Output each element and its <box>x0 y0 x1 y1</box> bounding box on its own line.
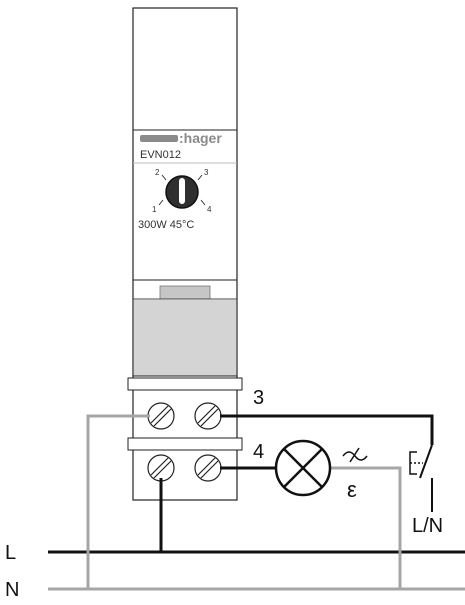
lamp-symbol <box>274 439 332 497</box>
live-label: L <box>5 542 16 564</box>
dial-mark-1: 1 <box>152 205 157 214</box>
dial-tick-1 <box>158 199 164 206</box>
device-body <box>132 7 238 501</box>
screw-terminal-4[interactable] <box>194 454 222 482</box>
terminal-label-3: 3 <box>253 387 264 409</box>
neutral-wire-device <box>86 414 150 589</box>
device-window <box>134 300 236 376</box>
dial-mark-4: 4 <box>207 205 212 214</box>
latch-slot <box>159 285 211 300</box>
brand-logo-bar <box>140 135 178 142</box>
dial-mark-2: 2 <box>155 168 160 177</box>
screw-terminal-1[interactable] <box>147 402 175 430</box>
dial-tick-2 <box>161 174 167 181</box>
twilight-icon-slash <box>349 447 360 463</box>
terminal-label-4: 4 <box>253 441 264 463</box>
power-rating: 300W 45°C <box>138 219 194 231</box>
terminal-top-step <box>127 377 243 391</box>
neutral-label: N <box>5 579 19 600</box>
twilight-icon <box>342 451 368 461</box>
switch-feed-label: L/N <box>412 515 443 537</box>
terminal-mid-step <box>127 437 243 451</box>
dial-pointer[interactable] <box>179 178 185 204</box>
switch-wire <box>220 414 434 445</box>
screw-terminal-2[interactable] <box>194 402 222 430</box>
model-number: EVN012 <box>140 149 181 161</box>
lamp-wire-right <box>330 466 402 589</box>
dial-mark-3: 3 <box>204 168 209 177</box>
brand-name: :hager <box>179 130 222 146</box>
push-switch[interactable] <box>409 444 433 512</box>
energy-symbol: ε <box>347 477 357 502</box>
dial-tick-4 <box>200 199 206 206</box>
dial-tick-3 <box>197 174 203 181</box>
screw-terminal-3[interactable] <box>147 454 175 482</box>
